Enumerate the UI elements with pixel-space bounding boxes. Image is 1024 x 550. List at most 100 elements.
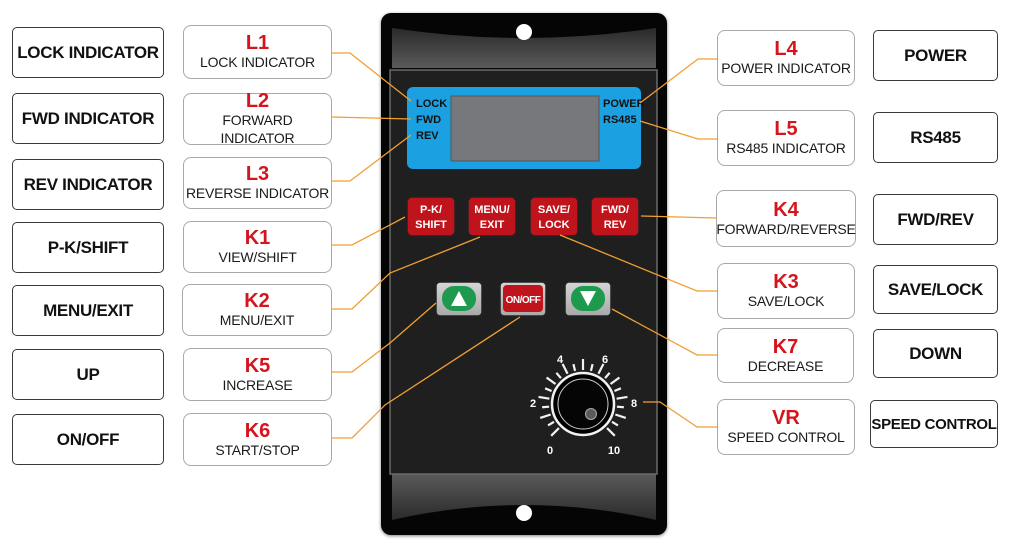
dial-tick — [597, 363, 605, 375]
down-triangle-icon — [580, 291, 596, 306]
dial-label-0: 0 — [547, 445, 553, 457]
leader-k4 — [640, 215, 717, 219]
code-text: K6 — [244, 419, 271, 442]
dial-tick — [609, 376, 621, 385]
desc-text: FORWARD INDICATOR — [220, 112, 295, 146]
dial-tick — [550, 427, 560, 437]
desc-text: POWER INDICATOR — [721, 60, 851, 76]
dial-tick — [614, 413, 627, 419]
code-text: L5 — [774, 118, 798, 140]
dial-tick — [547, 420, 555, 427]
leader-k6 — [332, 316, 521, 439]
leader-l4 — [639, 58, 717, 104]
bezel-bottom — [392, 474, 656, 520]
dial-tick — [545, 376, 557, 385]
bezel-top — [392, 28, 656, 68]
key-pk-shift-line1: P-K/ — [420, 204, 442, 216]
plain-label-pk-shift: P-K/SHIFT — [12, 222, 164, 273]
desc-text: FORWARD/REVERSE — [716, 220, 856, 237]
plain-label-down: DOWN — [873, 329, 998, 378]
plain-label-lock-indicator: LOCK INDICATOR — [12, 27, 164, 78]
label-text: UP — [76, 364, 100, 384]
dial-label-10: 10 — [608, 445, 620, 457]
lcd-indicator-rev: REV — [416, 130, 439, 142]
leader-k2 — [332, 236, 481, 310]
leader-l3 — [332, 134, 412, 182]
key-pk-shift[interactable]: P-K/ SHIFT — [406, 196, 456, 237]
speed-dial-knob[interactable] — [557, 378, 609, 430]
dial-tick — [589, 363, 594, 372]
dial-tick — [538, 395, 550, 400]
speed-dial-ticks — [538, 359, 628, 437]
label-text: FWD INDICATOR — [21, 108, 155, 128]
key-menu-exit[interactable]: MENU/ EXIT — [467, 196, 517, 237]
desc-text: INCREASE — [222, 376, 293, 393]
dial-tick — [561, 363, 569, 375]
label-text: REV INDICATOR — [23, 174, 153, 194]
desc-text: VIEW/SHIFT — [218, 249, 297, 265]
code-text: K4 — [773, 198, 799, 221]
dial-tick — [542, 405, 550, 409]
leader-l2 — [331, 116, 412, 120]
desc-text: RS485 INDICATOR — [726, 140, 846, 156]
dial-tick — [613, 387, 622, 393]
key-pk-shift-line2: SHIFT — [415, 219, 447, 231]
lcd-indicator-fwd: FWD — [416, 114, 441, 126]
key-fwd-rev[interactable]: FWD/ REV — [590, 196, 640, 237]
key-up[interactable] — [435, 281, 483, 317]
plain-label-menu-exit: MENU/EXIT — [12, 285, 164, 336]
label-text: SPEED CONTROL — [871, 415, 997, 433]
code-text: K3 — [773, 271, 799, 293]
code-text: VR — [772, 407, 800, 429]
key-save-lock-line1: SAVE/ — [538, 204, 570, 216]
speed-dial-pointer — [585, 408, 597, 420]
label-text: P-K/SHIFT — [47, 237, 129, 257]
leader-k5 — [332, 302, 437, 373]
plain-label-fwd-indicator: FWD INDICATOR — [12, 93, 164, 144]
key-on-off[interactable]: ON/OFF — [499, 281, 547, 317]
desc-text: MENU/EXIT — [219, 312, 295, 328]
key-on-off-label: ON/OFF — [506, 295, 541, 306]
plain-label-fwd-rev: FWD/REV — [873, 194, 998, 245]
key-menu-exit-line2: EXIT — [480, 219, 505, 231]
key-down[interactable] — [564, 281, 612, 317]
plain-label-save-lock: SAVE/LOCK — [873, 265, 998, 314]
code-text: K7 — [772, 335, 799, 358]
desc-text: LOCK INDICATOR — [200, 54, 315, 70]
code-text: K1 — [244, 227, 271, 249]
code-text: K2 — [244, 290, 270, 312]
label-text: LOCK INDICATOR — [17, 42, 159, 62]
dial-tick — [604, 372, 611, 379]
lcd-indicator-lock: LOCK — [416, 98, 447, 110]
desc-text: REVERSE INDICATOR — [185, 185, 330, 201]
code-text: K5 — [244, 354, 271, 377]
plain-label-rev-indicator: REV INDICATOR — [12, 159, 164, 210]
dial-tick — [616, 395, 628, 400]
dial-label-2: 2 — [530, 398, 536, 410]
leader-vr — [643, 401, 717, 428]
label-text: MENU/EXIT — [43, 300, 133, 320]
desc-text: SPEED CONTROL — [727, 429, 845, 445]
dial-label-4: 4 — [557, 354, 564, 366]
plain-label-on-off: ON/OFF — [12, 414, 164, 465]
key-save-lock[interactable]: SAVE/ LOCK — [529, 196, 579, 237]
desc-text: DECREASE — [747, 357, 824, 374]
dial-tick — [572, 363, 577, 372]
dial-tick — [606, 427, 616, 437]
label-text: ON/OFF — [56, 429, 120, 449]
desc-text: START/STOP — [215, 441, 300, 458]
plain-label-up: UP — [12, 349, 164, 400]
label-text: FWD/REV — [897, 209, 974, 229]
lcd-indicator-power: POWER — [603, 98, 645, 110]
dial-tick — [539, 413, 552, 419]
